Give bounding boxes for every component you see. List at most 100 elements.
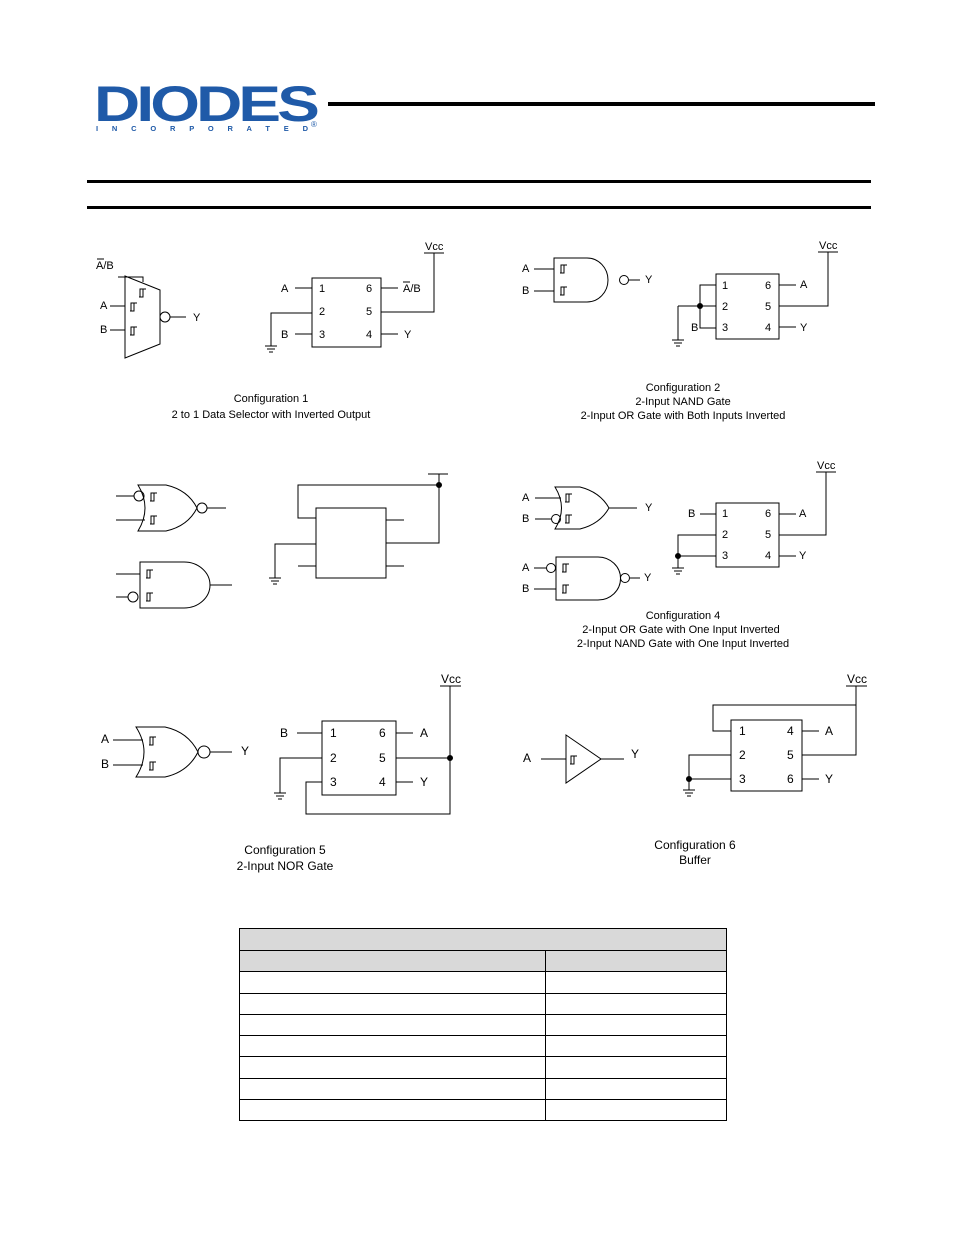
pin-label: A (281, 283, 289, 295)
caption-line: Configuration 2 (646, 382, 721, 394)
input-label-b: B (522, 513, 529, 525)
pin-label: Y (800, 322, 808, 334)
table-cell (545, 1035, 727, 1058)
vcc-label: Vcc (847, 672, 867, 686)
ground-icon (683, 789, 695, 797)
caption-line: 2 to 1 Data Selector with Inverted Outpu… (172, 409, 371, 421)
ground-icon (269, 577, 281, 585)
table-cell (239, 971, 546, 994)
input-label-sel: A/B (96, 260, 114, 272)
output-label-y: Y (645, 502, 653, 514)
pin-number: 1 (739, 724, 746, 738)
table-row (239, 1013, 727, 1037)
pin-number: 4 (765, 550, 771, 562)
pin-number: 2 (739, 748, 746, 762)
input-label-a: A (522, 562, 530, 574)
pin-number: 1 (319, 283, 325, 295)
or-gate-symbol (137, 484, 198, 532)
input-label-a: A (522, 492, 530, 504)
logo-registered: ® (311, 120, 317, 129)
pin-label: Y (825, 772, 833, 786)
table-cell (239, 992, 546, 1015)
inversion-bubble (127, 591, 139, 603)
pin-number: 1 (330, 726, 337, 740)
pin-number: 2 (319, 306, 325, 318)
configuration-1: A/B A B Y Vcc A B A/B Y 1 2 3 6 5 4 Conf… (96, 241, 444, 421)
configuration-3 (116, 473, 448, 609)
caption-line: Configuration 4 (646, 610, 721, 622)
junction-dot (436, 482, 442, 488)
inversion-bubble (619, 275, 629, 285)
table-header-row (239, 949, 727, 973)
table-cell (545, 1077, 727, 1101)
table-row (239, 1099, 727, 1122)
output-label-y: Y (644, 572, 652, 584)
inversion-bubble (546, 563, 556, 573)
schmitt-icon (130, 288, 146, 336)
ground-icon (672, 567, 684, 575)
diodes-logo: DIODES I N C O R P O R A T E D ® (94, 76, 321, 133)
caption-line: Configuration 1 (234, 393, 309, 405)
table-cell (239, 1077, 546, 1101)
package-body (315, 507, 387, 579)
pin-number: 4 (765, 322, 771, 334)
junction-dot (686, 776, 692, 782)
output-label-y: Y (193, 312, 201, 324)
schmitt-icon (562, 493, 572, 594)
pin-number: 3 (722, 550, 728, 562)
pin-number: 4 (366, 329, 372, 341)
pin-number: 6 (787, 772, 794, 786)
output-label-y: Y (631, 747, 639, 761)
caption-line: Buffer (679, 853, 711, 867)
empty-table (239, 928, 727, 1122)
vcc-label: Vcc (817, 460, 836, 472)
pin-number: 5 (765, 529, 771, 541)
input-label-a: A (100, 300, 108, 312)
pin-number: 3 (739, 772, 746, 786)
pin-label: Y (420, 775, 428, 789)
pin-number: 2 (722, 529, 728, 541)
output-label-y: Y (645, 274, 653, 286)
output-label-y: Y (241, 744, 249, 758)
table-cell (545, 971, 727, 994)
pin-number: 6 (366, 283, 372, 295)
inversion-bubble (197, 745, 211, 759)
pin-number: 5 (765, 301, 771, 313)
pin-label: B (280, 726, 288, 740)
ground-icon (672, 339, 684, 347)
pin-label: A (420, 726, 428, 740)
junction-dot (447, 755, 453, 761)
input-label-a: A (101, 732, 109, 746)
ground-icon (274, 792, 286, 800)
pin-label: A/B (403, 283, 421, 295)
or-gate-symbol (554, 486, 610, 530)
caption-line: Configuration 6 (654, 838, 736, 852)
table-cell (239, 949, 546, 973)
nand-gate-symbol (555, 556, 622, 601)
inversion-bubble (159, 311, 171, 323)
input-label-b: B (101, 757, 109, 771)
configuration-5: A B Y Vcc B A Y 1 2 3 6 5 4 Configuratio… (101, 672, 461, 873)
pin-number: 1 (722, 508, 728, 520)
pin-number: 5 (787, 748, 794, 762)
table-row (239, 1035, 727, 1058)
pin-number: 4 (787, 724, 794, 738)
pin-number: 4 (379, 775, 386, 789)
pin-label: B (691, 322, 698, 334)
input-label-b: B (100, 324, 107, 336)
pin-label: A (800, 279, 808, 291)
table-cell (239, 1056, 546, 1079)
configuration-6: A Y Vcc A Y 1 2 3 4 5 6 Configuration 6 … (523, 672, 867, 867)
pin-number: 1 (722, 280, 728, 292)
vcc-label: Vcc (425, 241, 444, 253)
configuration-2: A B Y Vcc B A Y 1 2 3 6 5 4 Configuratio… (522, 240, 838, 422)
input-label-b: B (522, 285, 529, 297)
table-row (239, 992, 727, 1015)
caption-line: 2-Input NAND Gate (635, 396, 730, 408)
table-row (239, 1056, 727, 1079)
caption-line: Configuration 5 (244, 843, 326, 857)
table-row (239, 971, 727, 994)
inversion-bubble (133, 490, 145, 502)
inversion-bubble (620, 573, 630, 583)
